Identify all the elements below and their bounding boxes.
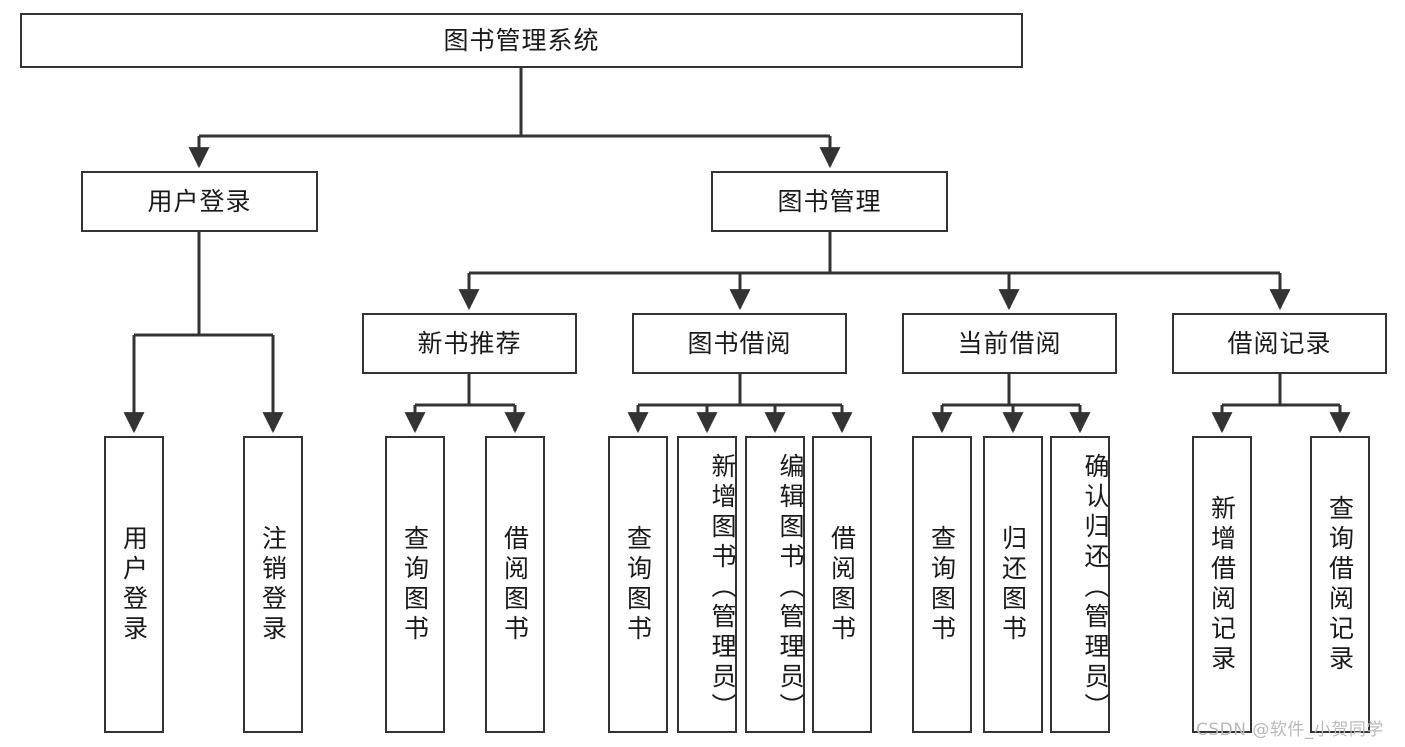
node-borrow-record[interactable]: 借阅记录 [1172,313,1387,374]
node-leaf-query-borrow-record[interactable]: 查询借阅记录 [1310,436,1370,733]
node-leaf-borrow-book-1[interactable]: 借阅图书 [485,436,545,733]
node-leaf-user-login[interactable]: 用户登录 [104,436,164,733]
node-leaf-return-book[interactable]: 归还图书 [983,436,1043,733]
node-root[interactable]: 图书管理系统 [20,13,1023,68]
node-leaf-query-book-3[interactable]: 查询图书 [912,436,972,733]
csdn-watermark: CSDN @软件_小贺同学 [1196,720,1384,740]
node-book-borrow[interactable]: 图书借阅 [632,313,847,374]
node-user-login[interactable]: 用户登录 [81,171,318,232]
node-leaf-edit-book[interactable]: 编辑图书（管理员） [745,436,805,733]
node-leaf-add-borrow-record[interactable]: 新增借阅记录 [1192,436,1252,733]
node-new-book-recommend[interactable]: 新书推荐 [362,313,577,374]
node-leaf-query-book-1[interactable]: 查询图书 [385,436,445,733]
node-leaf-confirm-return[interactable]: 确认归还（管理员） [1050,436,1110,733]
node-book-manage[interactable]: 图书管理 [711,171,948,232]
node-current-borrow[interactable]: 当前借阅 [902,313,1117,374]
node-leaf-borrow-book-2[interactable]: 借阅图书 [812,436,872,733]
node-leaf-logout-login[interactable]: 注销登录 [243,436,303,733]
node-leaf-query-book-2[interactable]: 查询图书 [608,436,668,733]
node-leaf-add-book[interactable]: 新增图书（管理员） [677,436,737,733]
